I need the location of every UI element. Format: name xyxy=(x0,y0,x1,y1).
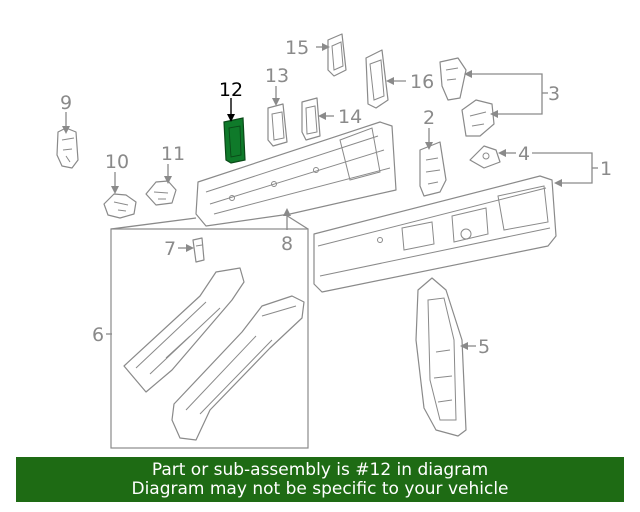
part-2-bracket[interactable] xyxy=(419,141,447,197)
part-10-bracket[interactable] xyxy=(103,193,137,219)
callout-11: 11 xyxy=(161,143,185,165)
callout-9: 9 xyxy=(60,92,72,114)
callout-6: 6 xyxy=(92,324,104,346)
callout-1: 1 xyxy=(600,158,612,180)
part-6-reinforcements[interactable] xyxy=(123,267,305,441)
part-15-plate[interactable] xyxy=(327,33,347,77)
info-banner: Part or sub-assembly is #12 in diagram D… xyxy=(16,457,624,502)
callout-3: 3 xyxy=(548,83,560,105)
callout-5: 5 xyxy=(478,336,490,358)
part-9-bracket[interactable] xyxy=(56,127,79,169)
leader-lines xyxy=(62,43,598,350)
callout-12-highlighted: 12 xyxy=(219,79,243,101)
part-16-plate[interactable] xyxy=(365,49,389,109)
inset-guide-line xyxy=(110,217,197,230)
callout-13: 13 xyxy=(265,65,289,87)
banner-line-part-info: Part or sub-assembly is #12 in diagram xyxy=(151,460,489,480)
callout-8: 8 xyxy=(281,233,293,255)
part-14-brace[interactable] xyxy=(301,97,321,141)
inset-box xyxy=(110,228,309,449)
part-8-rail[interactable] xyxy=(195,121,397,227)
part-5-pillar[interactable] xyxy=(415,277,467,437)
part-7-clip[interactable] xyxy=(192,237,205,263)
callout-16: 16 xyxy=(410,71,434,93)
callout-15: 15 xyxy=(285,37,309,59)
part-1-rail[interactable] xyxy=(313,175,557,293)
banner-line-disclaimer: Diagram may not be specific to your vehi… xyxy=(131,479,509,499)
parts-diagram: 9 10 11 12 13 14 15 16 2 3 4 1 5 8 7 6 xyxy=(56,33,612,449)
callout-2: 2 xyxy=(423,107,435,129)
part-11-bracket[interactable] xyxy=(145,180,177,206)
part-3-brackets[interactable] xyxy=(439,57,495,137)
part-12-brace-highlighted[interactable] xyxy=(223,117,246,164)
part-4-bracket[interactable] xyxy=(469,145,501,169)
callout-10: 10 xyxy=(105,151,129,173)
callout-4: 4 xyxy=(518,143,530,165)
part-13-brace[interactable] xyxy=(267,103,288,147)
callout-7: 7 xyxy=(164,238,176,260)
callout-14: 14 xyxy=(338,106,362,128)
